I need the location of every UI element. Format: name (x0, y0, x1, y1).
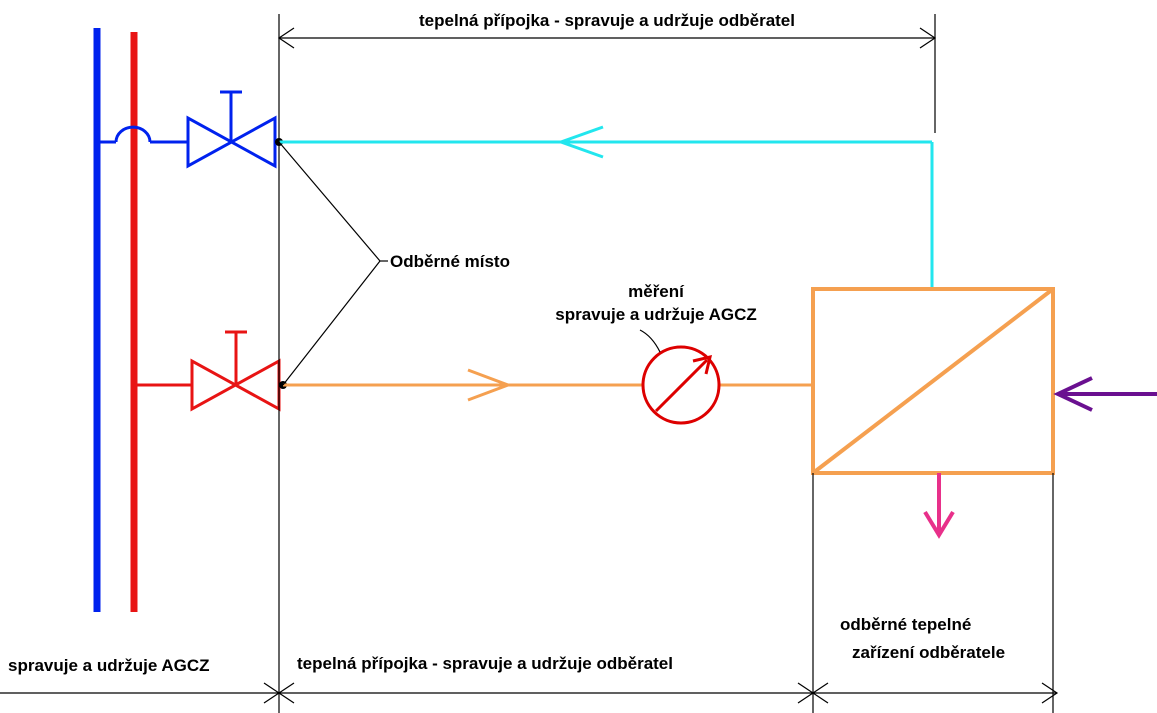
return-connection-pipe (279, 140, 934, 289)
secondary-inlet-arrow (1053, 376, 1157, 412)
heat-meter-icon (641, 345, 721, 425)
supply-point-label: Odběrné místo (390, 252, 510, 271)
bottom-middle-label: tepelná přípojka - spravuje a udržuje od… (297, 654, 673, 673)
metering-label-line1: měření (628, 282, 685, 301)
dimension-lines (0, 14, 1059, 713)
heat-exchanger (811, 287, 1055, 475)
return-flow-arrow (556, 125, 604, 159)
supply-flow-arrow (467, 368, 513, 402)
supply-valve (190, 330, 281, 412)
return-valve (186, 90, 277, 169)
bottom-right-label-line1: odběrné tepelné (840, 615, 971, 634)
top-dimension-label: tepelná přípojka - spravuje a udržuje od… (419, 11, 795, 30)
metering-label-line2: spravuje a udržuje AGCZ (555, 305, 757, 324)
bottom-right-label-line2: zařízení odběratele (852, 643, 1005, 662)
return-branch (97, 125, 188, 144)
secondary-outlet-arrow (923, 473, 955, 539)
bottom-left-label: spravuje a udržuje AGCZ (8, 656, 210, 675)
